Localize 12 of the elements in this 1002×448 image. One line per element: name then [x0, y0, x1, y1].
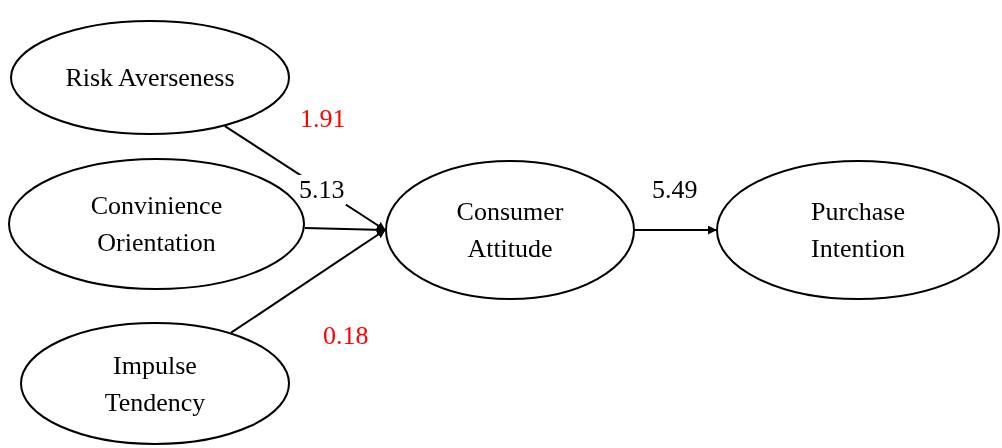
node-label: Impulse Tendency [103, 349, 207, 419]
ellipse-node [10, 20, 290, 135]
node-label: Risk Averseness [64, 62, 236, 94]
node-label: Convinience Orientation [89, 190, 224, 259]
edge-label: 5.13 [298, 175, 346, 205]
ellipse-node [716, 160, 1000, 300]
node-label: Purchase Intention [810, 196, 906, 265]
ellipse-node [385, 160, 635, 300]
arrow [230, 229, 386, 334]
node-label: Consumer Attitude [455, 196, 565, 265]
arrow [634, 225, 717, 235]
ellipse-node [20, 322, 290, 445]
